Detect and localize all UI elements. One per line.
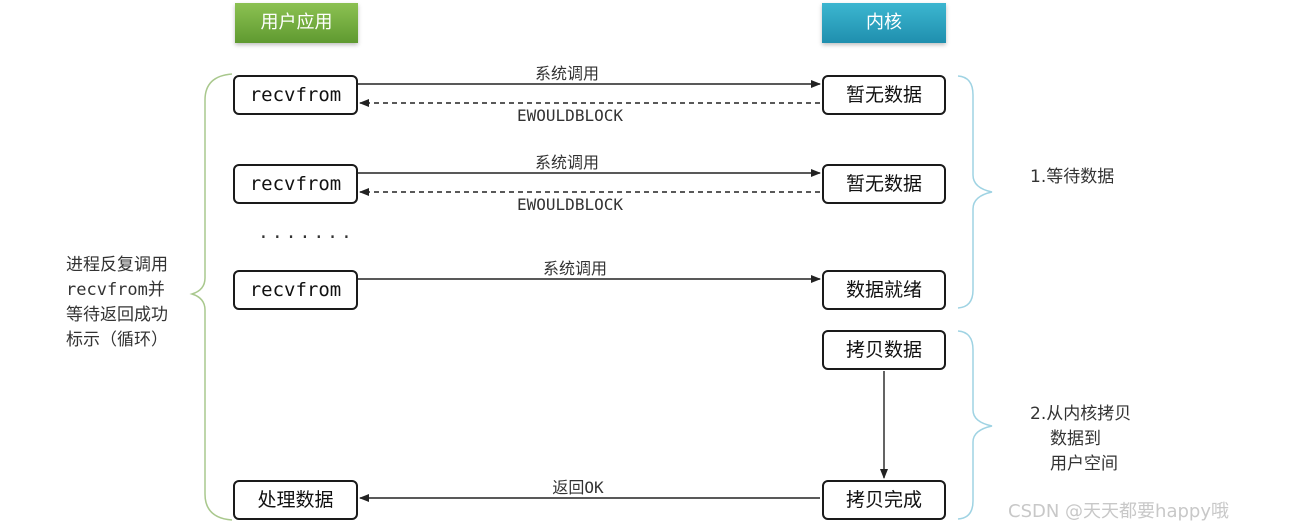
kernel-header: 内核 <box>822 3 946 43</box>
phase2-line3: 用户空间 <box>1050 454 1118 474</box>
data-ready-box: 数据就绪 <box>822 270 946 310</box>
right-brace-phase1 <box>957 75 993 309</box>
syscall-label-2: 系统调用 <box>534 153 600 172</box>
left-note-line1: 进程反复调用 <box>66 255 168 275</box>
left-note-and: 并 <box>147 280 165 300</box>
kernel-state-box-2: 暂无数据 <box>822 164 946 204</box>
return-label-1: EWOULDBLOCK <box>517 106 623 125</box>
return-ok-label: 返回OK <box>552 478 604 497</box>
watermark: CSDN @天天都要happy哦 <box>1008 501 1229 522</box>
left-brace <box>189 73 233 521</box>
copy-data-box: 拷贝数据 <box>822 330 946 370</box>
left-note-line4: 标示（循环） <box>66 330 168 350</box>
recvfrom-box-1: recvfrom <box>233 75 358 115</box>
phase2-label: 2.从内核拷贝 数据到 用户空间 <box>1030 402 1131 477</box>
phase2-line2: 数据到 <box>1050 429 1101 449</box>
recvfrom-box-3: recvfrom <box>233 270 358 310</box>
syscall-label-3: 系统调用 <box>542 259 608 278</box>
left-note-recvfrom: recvfrom <box>66 280 148 300</box>
user-app-header: 用户应用 <box>235 3 358 43</box>
return-label-2: EWOULDBLOCK <box>517 195 623 214</box>
phase2-line1: 2.从内核拷贝 <box>1030 404 1132 424</box>
left-note-line2: recvfrom并 <box>66 278 196 303</box>
left-note-line3: 等待返回成功 <box>66 305 168 325</box>
phase1-label: 1.等待数据 <box>1030 167 1115 187</box>
syscall-label-1: 系统调用 <box>534 64 600 83</box>
left-note: 进程反复调用 recvfrom并 等待返回成功 标示（循环） <box>66 253 196 353</box>
ellipsis: ....... <box>258 222 355 243</box>
kernel-state-box-1: 暂无数据 <box>822 75 946 115</box>
process-data-box: 处理数据 <box>233 480 358 520</box>
right-brace-phase2 <box>957 330 993 520</box>
copy-done-box: 拷贝完成 <box>822 480 946 520</box>
recvfrom-box-2: recvfrom <box>233 164 358 204</box>
